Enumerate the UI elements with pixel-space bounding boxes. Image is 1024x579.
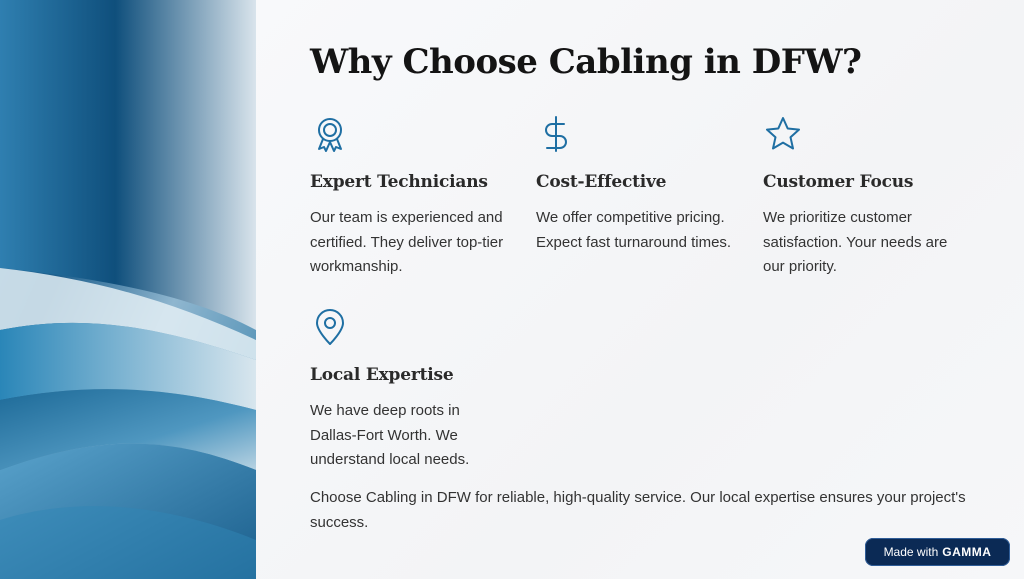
page-title: Why Choose Cabling in DFW? (310, 42, 862, 82)
feature-heading: Local Expertise (310, 365, 454, 385)
feature-card-customer-focus: Customer Focus We prioritize customer sa… (763, 114, 963, 280)
feature-text: We have deep roots in Dallas-Fort Worth.… (310, 402, 470, 468)
feature-heading: Customer Focus (763, 172, 914, 192)
gamma-logo: GAMMA (942, 545, 992, 559)
star-icon (766, 117, 800, 150)
badge-prefix: Made with (883, 545, 939, 559)
feature-card-expert-technicians: Expert Technicians Our team is experienc… (310, 114, 510, 280)
content-panel: Why Choose Cabling in DFW? Expert Techni… (256, 0, 1024, 579)
feature-text: We offer competitive pricing. Expect fas… (536, 209, 732, 251)
feature-heading: Cost-Effective (536, 172, 667, 192)
summary-text: Choose Cabling in DFW for reliable, high… (310, 489, 966, 531)
dollar-sign-icon (545, 116, 567, 152)
map-pin-icon (316, 309, 344, 345)
feature-text: Our team is experienced and certified. T… (310, 209, 504, 275)
feature-card-cost-effective: Cost-Effective We offer competitive pric… (536, 114, 736, 255)
feature-text: We prioritize customer satisfaction. You… (763, 209, 948, 275)
made-with-gamma-badge[interactable]: Made with GAMMA (865, 538, 1010, 566)
feature-heading: Expert Technicians (310, 172, 488, 192)
feature-card-local-expertise: Local Expertise We have deep roots in Da… (310, 307, 510, 473)
hero-image (0, 0, 256, 579)
award-ribbon-icon (318, 118, 342, 152)
